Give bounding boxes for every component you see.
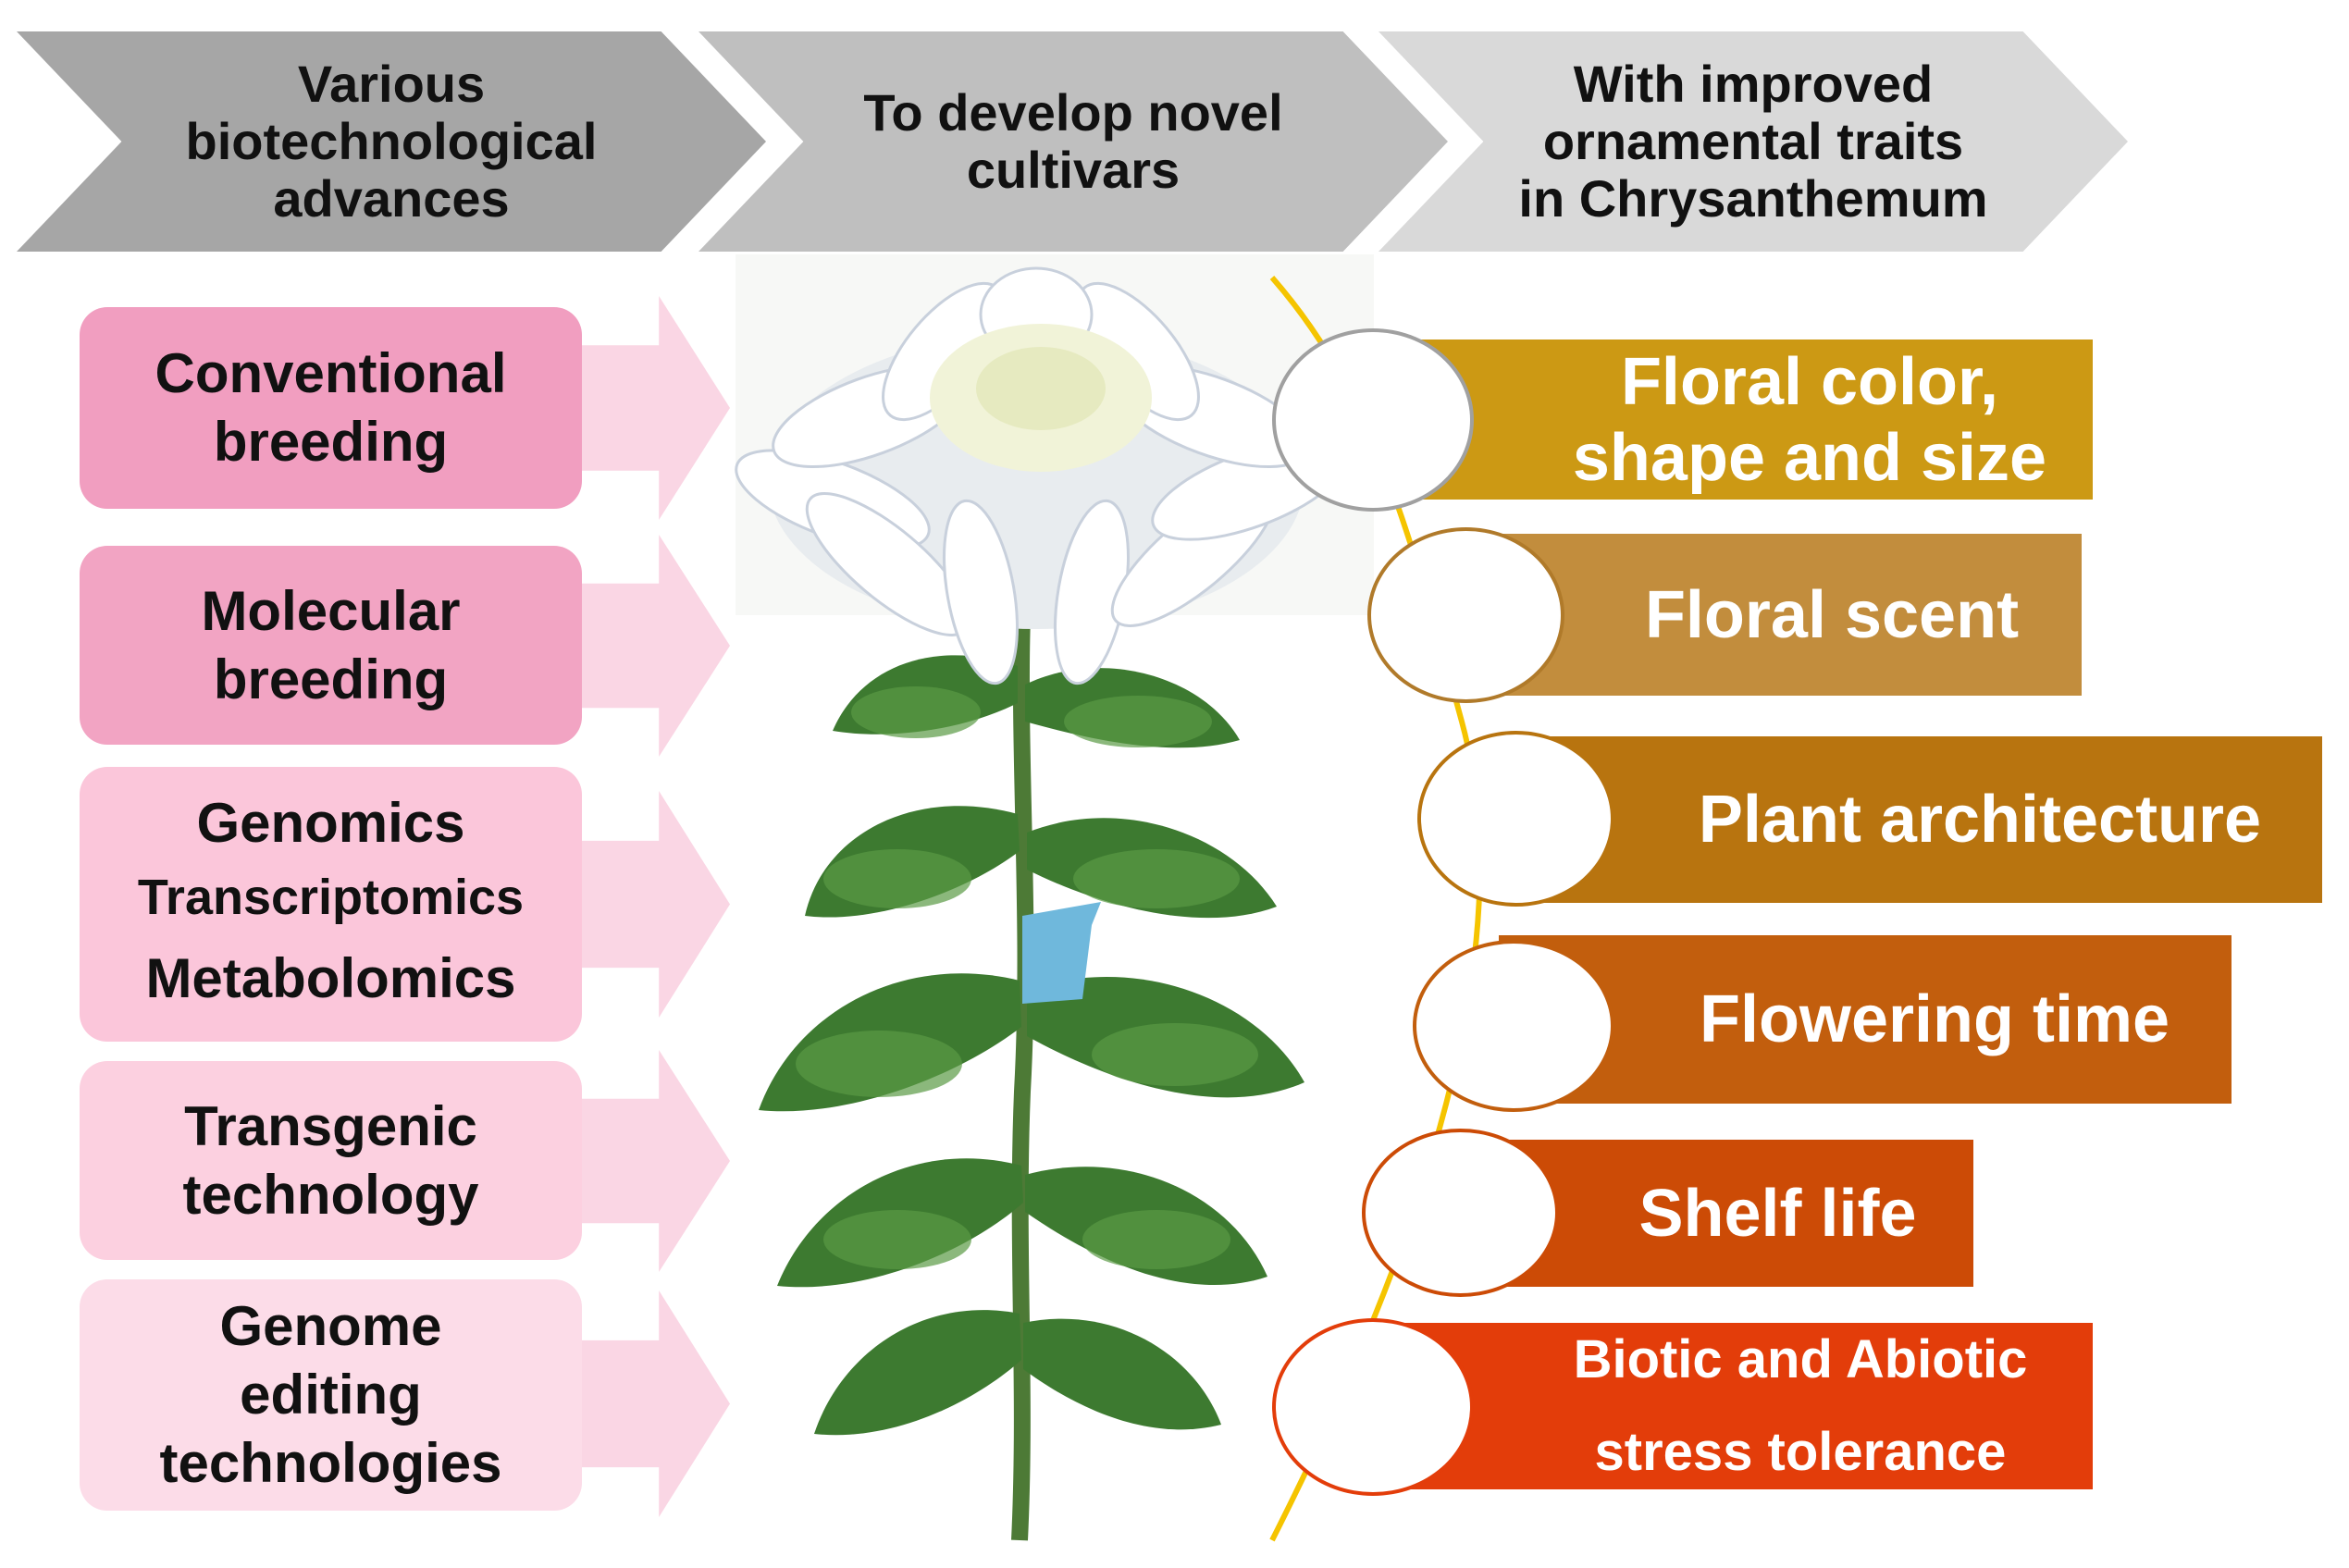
- header-step-3-line: With improved: [1573, 55, 1934, 113]
- leaf-highlights: [796, 686, 1258, 1269]
- header-step-2: To develop novel cultivars: [699, 31, 1448, 252]
- approach-conventional-breeding: Conventional breeding: [80, 307, 582, 509]
- approach-label: Genome: [219, 1295, 442, 1357]
- flower-head: [735, 266, 1347, 685]
- approach-label: technologies: [159, 1432, 502, 1494]
- trait-floral-color: Floral color, shape and size: [1388, 340, 2093, 500]
- blue-tag: [1022, 902, 1101, 1004]
- header-step-3-text: With improved ornamental traits in Chrys…: [1506, 56, 2001, 228]
- trait-marker-circle: [1413, 940, 1614, 1112]
- header-step-1-line: biotechnological: [185, 112, 598, 170]
- trait-label: Plant architecture: [1698, 783, 2262, 857]
- approach-label: editing: [240, 1364, 422, 1426]
- trait-label: Floral scent: [1644, 577, 2020, 652]
- approach-label: Genomics: [196, 791, 465, 854]
- trait-floral-scent: Floral scent: [1443, 534, 2082, 696]
- approach-genome-editing: Genome editing technologies: [80, 1279, 582, 1511]
- trait-marker-circle: [1417, 731, 1614, 907]
- header-step-3-line: ornamental traits: [1542, 112, 1964, 170]
- header-step-2-text: To develop novel cultivars: [826, 84, 1321, 199]
- trait-flowering-time: Flowering time: [1499, 935, 2232, 1104]
- trait-plant-architecture: Plant architecture: [1499, 736, 2322, 903]
- header-step-1-line: advances: [273, 169, 510, 228]
- trait-stress-tolerance: Biotic and Abiotic stress tolerance: [1388, 1323, 2093, 1489]
- trait-label: Flowering time: [1699, 982, 2170, 1056]
- header-step-1-text: Various biotechnological advances: [144, 56, 639, 228]
- approach-transgenic-technology: Transgenic technology: [80, 1061, 582, 1260]
- approach-label: breeding: [213, 648, 449, 710]
- header-step-2-line: To develop novel: [863, 83, 1283, 142]
- approach-label: Transgenic: [184, 1094, 477, 1157]
- approach-label: technology: [182, 1163, 479, 1226]
- approach-label: Metabolomics: [145, 946, 516, 1009]
- trait-label: Biotic and Abiotic: [1573, 1329, 2028, 1389]
- trait-marker-circle: [1272, 328, 1474, 512]
- approach-label: Molecular: [201, 579, 461, 642]
- trait-marker-circle: [1272, 1318, 1474, 1496]
- header-step-3-line: in Chrysanthemum: [1518, 169, 1988, 228]
- trait-label: shape and size: [1572, 420, 2047, 495]
- approach-omics: Genomics Transcriptomics Metabolomics: [80, 767, 582, 1042]
- header-step-1: Various biotechnological advances: [17, 31, 766, 252]
- approach-label: Transcriptomics: [137, 869, 525, 925]
- header-step-2-line: cultivars: [966, 141, 1181, 199]
- approach-label: breeding: [213, 411, 449, 473]
- trait-label: Shelf life: [1638, 1176, 1917, 1251]
- header-step-1-line: Various: [297, 55, 486, 113]
- trait-label: Floral color,: [1620, 344, 1999, 419]
- trait-label: stress tolerance: [1594, 1422, 2007, 1482]
- approach-label: Conventional: [155, 342, 507, 404]
- trait-marker-circle: [1367, 527, 1564, 703]
- trait-marker-circle: [1362, 1129, 1559, 1297]
- stem: [1011, 614, 1034, 1541]
- approach-molecular-breeding: Molecular breeding: [80, 546, 582, 745]
- header-step-3: With improved ornamental traits in Chrys…: [1378, 31, 2128, 252]
